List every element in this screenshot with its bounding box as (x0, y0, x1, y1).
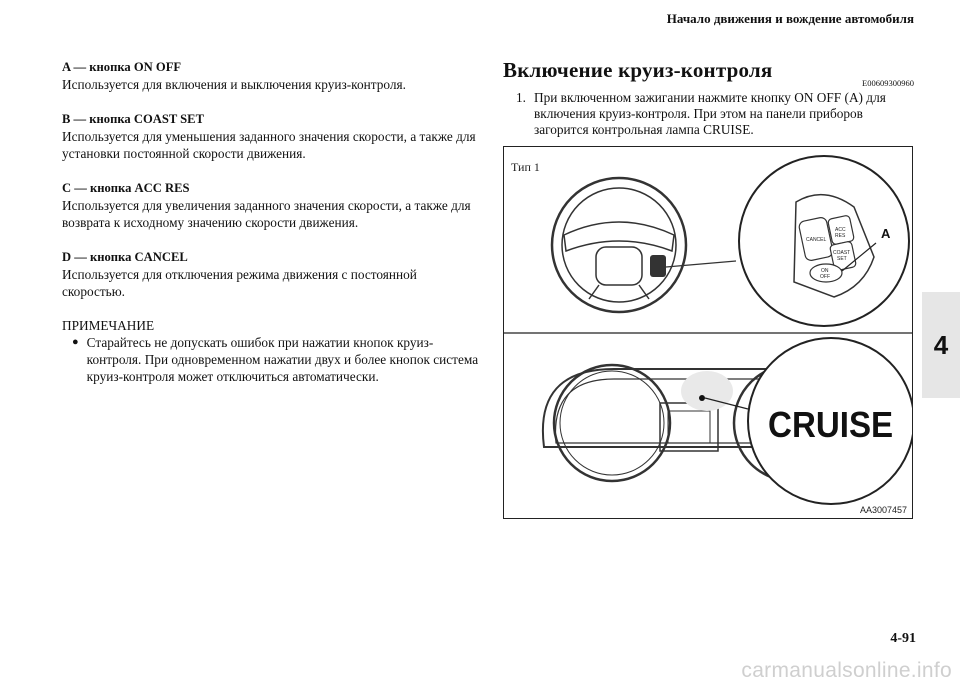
item-c: C — кнопка ACC RES Используется для увел… (62, 179, 482, 231)
figure-code: AA3007457 (860, 505, 907, 515)
item-b-desc: Используется для уменьшения заданного зн… (62, 129, 476, 161)
section-code: E00609300960 (862, 78, 914, 88)
button-zoom-callout: CANCEL ACC RES COAST SET ON OFF A (738, 155, 910, 327)
bullet-dot-icon: ● (72, 336, 79, 348)
item-b-term: B — кнопка COAST SET (62, 112, 204, 126)
chapter-header: Начало движения и вождение автомобиля (666, 11, 914, 26)
chapter-tab: 4 (922, 292, 960, 398)
cancel-button-label: CANCEL (806, 237, 827, 243)
item-a: A — кнопка ON OFF Используется для включ… (62, 58, 482, 93)
callout-letter-a: A (881, 226, 891, 241)
step-text: При включенном зажигании нажмите кнопку … (533, 90, 886, 137)
cruise-leader-line (704, 397, 749, 410)
on-button-label: ON (821, 268, 829, 274)
type-label: Тип 1 (511, 160, 540, 174)
indicator-glow (681, 371, 733, 411)
left-column: A — кнопка ON OFF Используется для включ… (62, 58, 482, 385)
coast-button-label: COAST (833, 250, 850, 256)
item-b: B — кнопка COAST SET Используется для ум… (62, 110, 482, 162)
section-title: Включение круиз-контроля (503, 58, 773, 82)
note-bullet-text: Старайтесь не допускать ошибок при нажат… (86, 335, 479, 384)
step-number: 1. (516, 90, 526, 105)
item-c-desc: Используется для увеличения заданного зн… (62, 198, 471, 230)
watermark: carmanualsonline.info (741, 659, 952, 682)
res-button-label: RES (835, 233, 846, 239)
steering-wheel-drawing (550, 176, 737, 314)
cruise-zoom-callout (747, 337, 912, 505)
note-heading: ПРИМЕЧАНИЕ (62, 318, 155, 333)
indicator-dot-icon (699, 395, 705, 401)
off-button-label: OFF (820, 274, 830, 280)
item-d: D — кнопка CANCEL Используется для отклю… (62, 248, 482, 300)
page-number: 4-91 (890, 631, 916, 646)
callout-leader-line (841, 242, 877, 272)
cruise-indicator-label: CRUISE (768, 406, 893, 446)
item-a-desc: Используется для включения и выключения … (62, 77, 406, 92)
note-bullet: ● Старайтесь не допускать ошибок при наж… (62, 334, 482, 385)
item-d-term: D — кнопка CANCEL (62, 250, 188, 264)
item-a-term: A — кнопка ON OFF (62, 60, 182, 74)
item-d-desc: Используется для отключения режима движе… (62, 267, 417, 299)
acc-button-label: ACC (835, 227, 846, 233)
item-c-term: C — кнопка ACC RES (62, 181, 190, 195)
step-1: 1. При включенном зажигании нажмите кноп… (516, 90, 916, 138)
set-button-label: SET (837, 256, 847, 262)
figure-frame: Тип 1 CANCEL ACC RES COAST SET ON OFF (503, 146, 913, 519)
figure-illustration: Тип 1 CANCEL ACC RES COAST SET ON OFF (504, 155, 912, 515)
